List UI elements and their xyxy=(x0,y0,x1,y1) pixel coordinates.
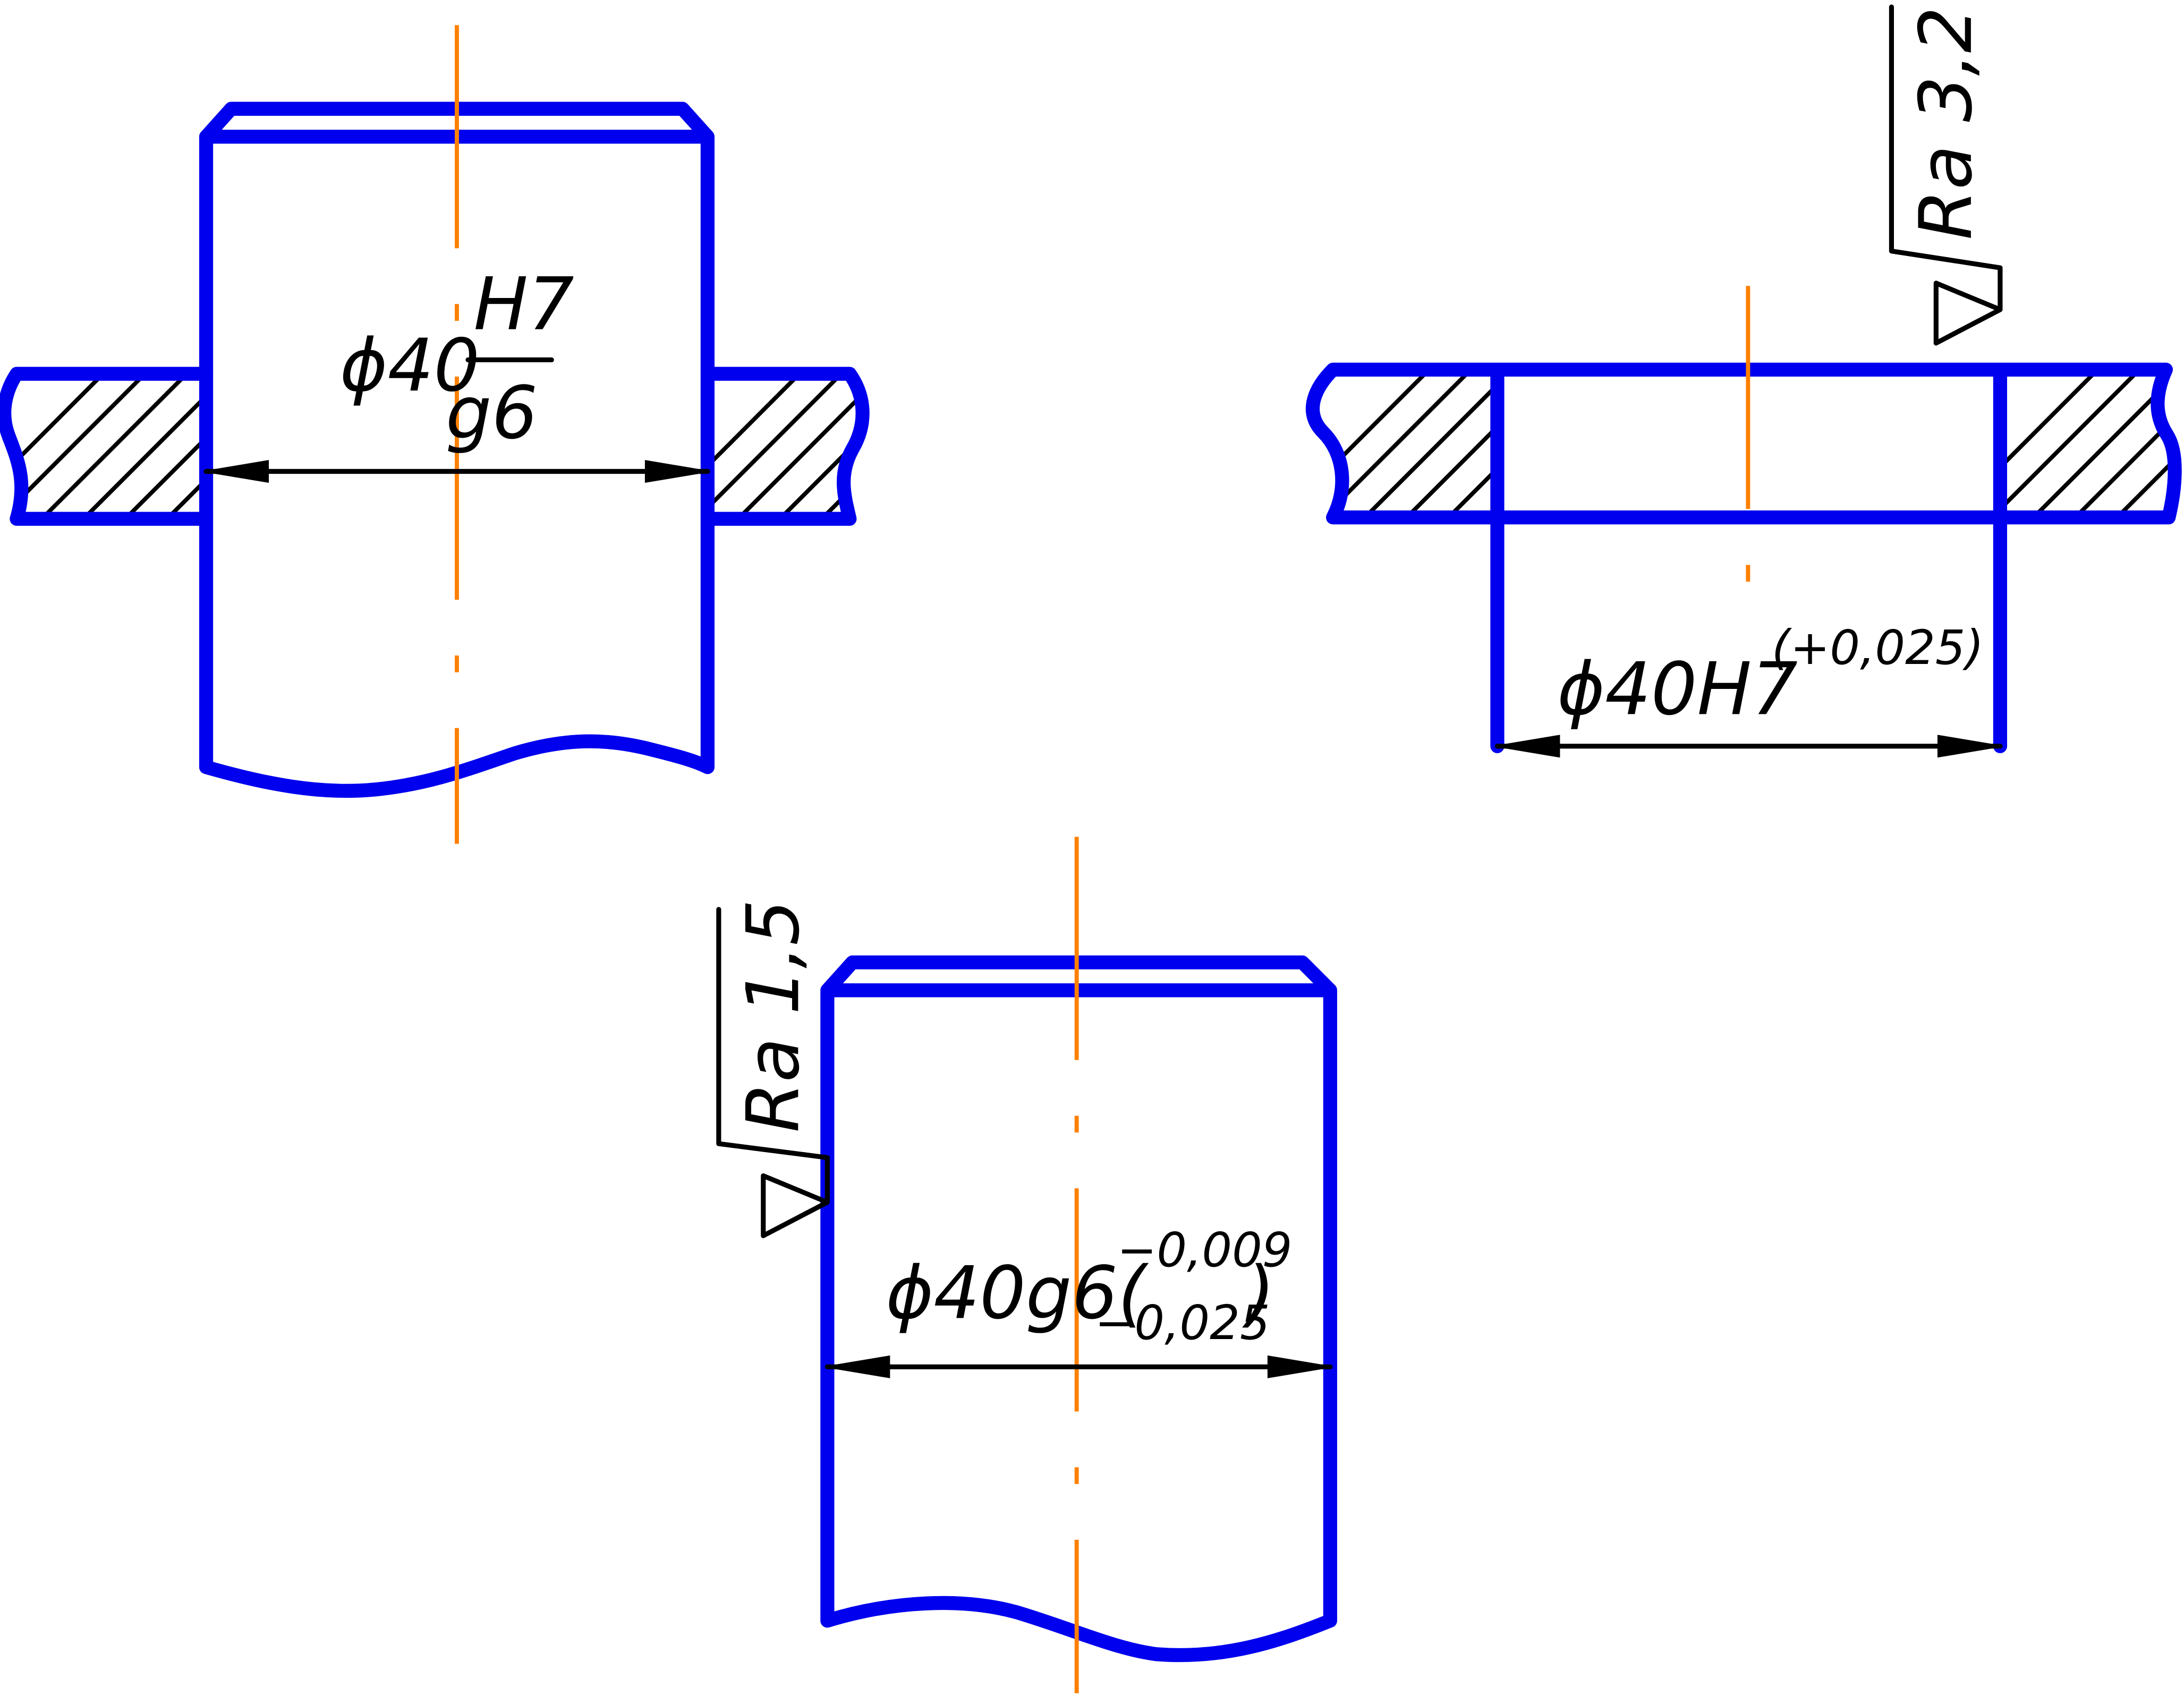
assembly-shaft-outline xyxy=(199,101,715,798)
hole-part-outline xyxy=(1305,362,2182,753)
hole-left-wall-hatching xyxy=(1312,369,1498,518)
assembly-dimension-line xyxy=(203,460,710,483)
hole-right-wall-hatching xyxy=(2000,369,2175,518)
shaft-roughness-label: Ra 1,5 xyxy=(731,899,815,1132)
hole-part-view: ϕ40H7 (+0,025) Ra 3,2 xyxy=(1305,4,2182,758)
shaft-lower-deviation: −0,025 xyxy=(1095,1296,1270,1351)
hole-roughness-symbol xyxy=(1889,4,2003,346)
shaft-roughness-symbol xyxy=(716,907,830,1239)
assembly-dimension-prefix: ϕ40 xyxy=(340,323,480,408)
shaft-dimension-label: ϕ40g6( xyxy=(886,1251,1149,1335)
hole-dimension-line xyxy=(1494,735,2003,758)
hole-roughness-label: Ra 3,2 xyxy=(1904,7,1988,240)
assembly-left-wall-hatching xyxy=(4,373,207,519)
shaft-dimension-line xyxy=(825,1355,1333,1378)
assembly-left-wall-outline xyxy=(0,367,214,526)
assembly-hole-tolerance: H7 xyxy=(473,262,574,347)
shaft-upper-deviation: −0,009 xyxy=(1117,1223,1293,1278)
assembly-right-wall-outline xyxy=(700,367,870,526)
assembly-shaft-tolerance: g6 xyxy=(446,371,538,455)
shaft-part-outline xyxy=(820,955,1337,1663)
hole-dimension-label: ϕ40H7 xyxy=(1557,647,1798,731)
shaft-part-view: ϕ40g6( −0,009 −0,025 ) Ra 1,5 xyxy=(716,837,1337,1693)
hole-tolerance-label: (+0,025) xyxy=(1772,620,1984,676)
shaft-close-paren: ) xyxy=(1242,1251,1275,1335)
fit-assembly-view: ϕ40 H7 g6 xyxy=(0,25,870,844)
